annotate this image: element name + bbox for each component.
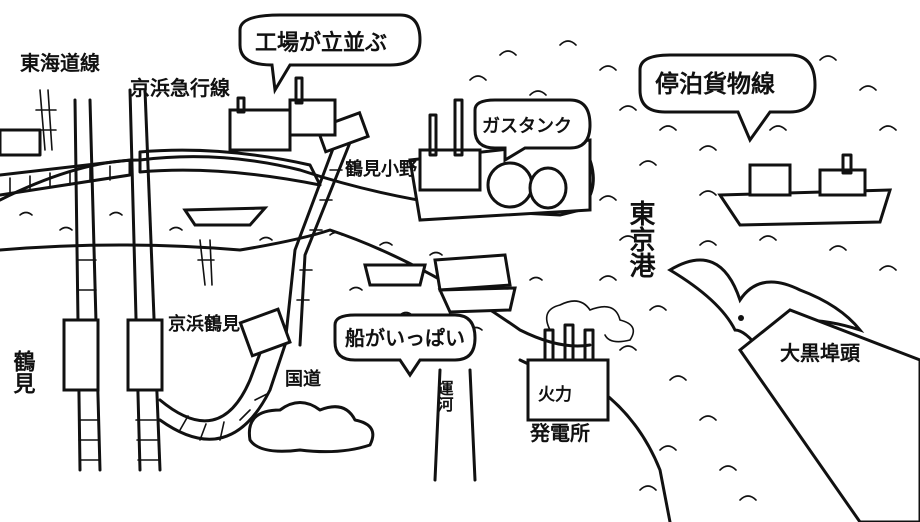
- label-factories: 工場が立並ぶ: [255, 30, 387, 56]
- boats: [182, 206, 517, 314]
- power-plant: [526, 300, 635, 422]
- power-pylon: [35, 89, 215, 286]
- label-keikyu-line: 京浜急行線: [130, 76, 230, 100]
- river-south-bank: [0, 228, 592, 348]
- cloud: [247, 401, 375, 454]
- tsurumi-station: [62, 318, 100, 392]
- tsurumi-ono-station: [238, 307, 292, 358]
- label-tsurumi: 鶴見: [10, 349, 36, 395]
- label-power-plant-2: 発電所: [529, 421, 590, 445]
- daikoku-pier: [737, 308, 920, 522]
- label-boats: 船がいっぱい: [345, 326, 465, 350]
- siding-building: [315, 110, 370, 154]
- bubble-factories: [238, 13, 422, 95]
- canal-banks: [433, 368, 477, 482]
- cargo-ship: [717, 153, 893, 227]
- bubble-boats: [333, 313, 477, 378]
- label-tokaido-line: 東海道線: [20, 51, 100, 75]
- label-keihin-tsurumi: 京浜鶴見: [168, 313, 240, 335]
- seagull: [667, 258, 865, 353]
- label-tokyo-bay: 東京港: [625, 200, 655, 278]
- label-national-road: 国道: [285, 368, 321, 390]
- label-power-plant-1: 火力: [538, 384, 572, 405]
- label-daikoku-pier: 大黒埠頭: [780, 341, 861, 365]
- gas-tank-area: [408, 98, 592, 222]
- railway-tracks: [73, 88, 357, 472]
- label-gas-tank: ガスタンク: [482, 116, 572, 137]
- bubble-anchorage: [638, 53, 817, 144]
- label-canal: 運河: [435, 380, 454, 413]
- bubble-gastank: [473, 98, 592, 163]
- railway-bridge-tokaido: [0, 158, 132, 197]
- label-anchorage-line: 停泊貨物線: [655, 70, 775, 98]
- label-tsurumi-ono: 鶴見小野: [345, 158, 417, 180]
- factories: [0, 76, 337, 157]
- keihin-tsurumi-station: [126, 318, 164, 392]
